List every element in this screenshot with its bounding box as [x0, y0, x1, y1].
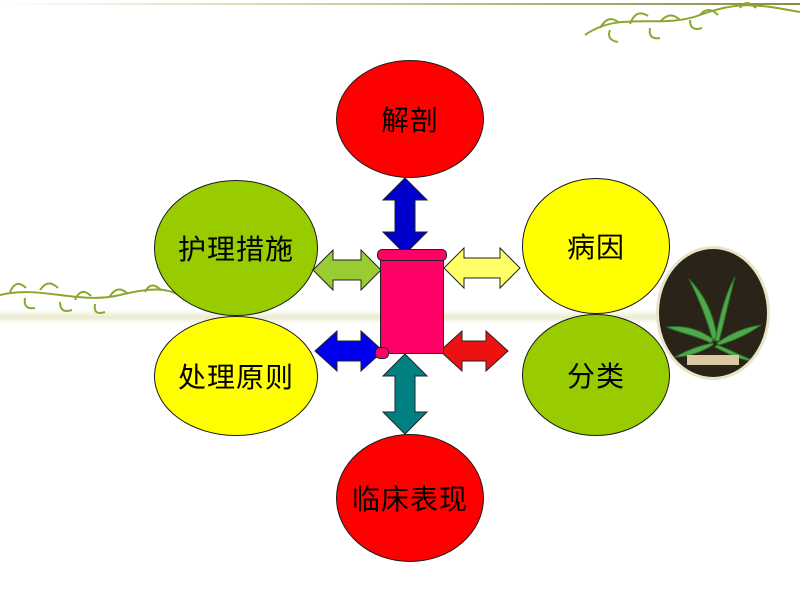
center-scroll [375, 249, 447, 359]
arrow-left-lower [314, 329, 384, 373]
arrow-bottom [381, 353, 429, 435]
plant-icon [665, 276, 762, 365]
left-vine [0, 282, 186, 314]
node-nursing-measures-label: 护理措施 [177, 233, 294, 266]
node-treatment-principles-label: 处理原则 [177, 361, 294, 394]
node-etiology-label: 病因 [566, 231, 625, 264]
node-anatomy-label: 解剖 [380, 104, 439, 137]
horizontal-decorative-band [0, 310, 680, 324]
node-anatomy: 解剖 [336, 60, 484, 178]
top-right-vine [584, 2, 800, 43]
node-clinical-manifestations: 临床表现 [336, 434, 484, 562]
node-etiology: 病因 [522, 178, 670, 314]
node-treatment-principles: 处理原则 [154, 316, 318, 436]
arrow-right-lower [439, 329, 509, 373]
node-classification-label: 分类 [566, 360, 625, 393]
plant-image [656, 246, 770, 380]
node-classification: 分类 [522, 314, 670, 436]
top-decorative-line [0, 3, 800, 5]
arrow-left-upper [312, 248, 382, 292]
node-nursing-measures: 护理措施 [154, 180, 318, 316]
node-clinical-manifestations-label: 临床表现 [351, 483, 468, 516]
arrow-right-upper [443, 246, 521, 290]
arrow-top [381, 177, 429, 255]
